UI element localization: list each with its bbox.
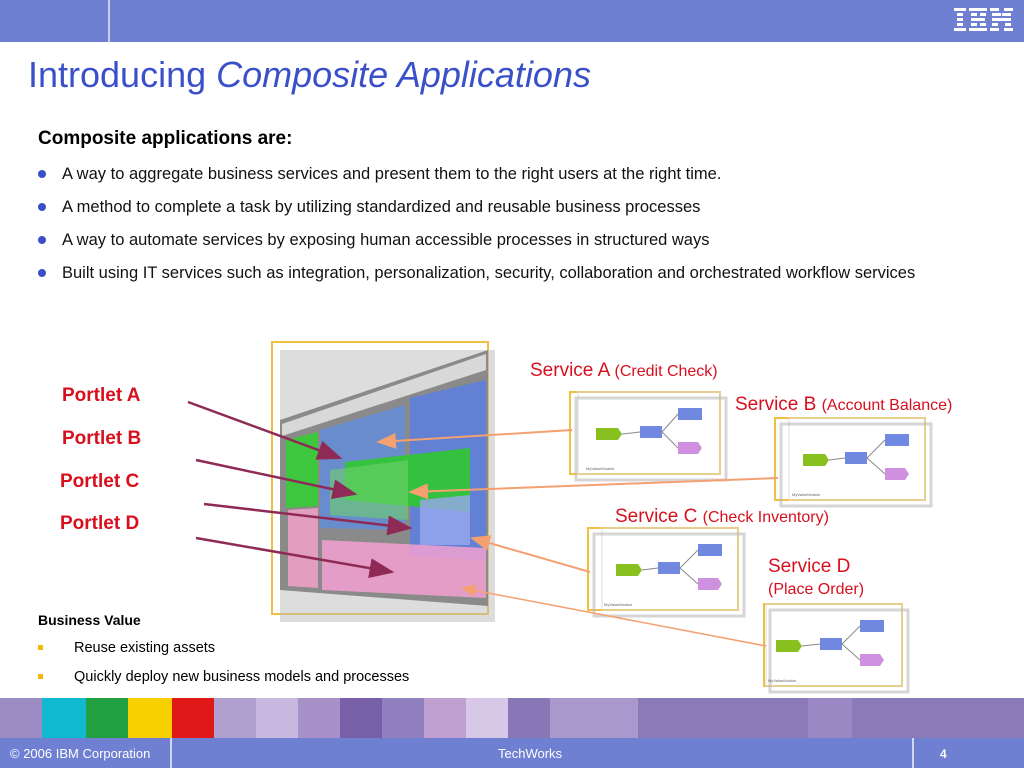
page-number: 4 xyxy=(940,747,947,761)
section-heading: Composite applications are: xyxy=(38,128,293,149)
module-label: MyValueModule xyxy=(768,678,797,683)
service-c-diagram xyxy=(587,527,739,611)
square-bullet-icon xyxy=(38,674,43,679)
service-c-arrow xyxy=(470,535,591,573)
portlet-b-label: Portlet B xyxy=(62,428,142,449)
portlet-b-arrow xyxy=(195,458,358,500)
service-c-label: Service C (Check Inventory) xyxy=(615,506,829,527)
decorative-image-strip xyxy=(0,698,1024,738)
portlet-d-label: Portlet D xyxy=(60,513,140,534)
top-bar-divider xyxy=(0,0,110,42)
business-value-list: Reuse existing assets Quickly deploy new… xyxy=(38,640,409,698)
business-value-item: Reuse existing assets xyxy=(38,640,409,669)
bullet-dot-icon xyxy=(38,269,46,277)
footer-divider xyxy=(170,738,172,768)
bullet-item: A way to automate services by exposing h… xyxy=(38,228,1018,252)
module-label: MyValueModule xyxy=(586,466,615,471)
bullet-dot-icon xyxy=(38,170,46,178)
slide-title: Introducing Composite Applications xyxy=(28,54,591,95)
service-a-arrow xyxy=(376,429,573,449)
footer-bar: © 2006 IBM Corporation TechWorks 4 xyxy=(0,738,1024,768)
square-bullet-icon xyxy=(38,645,43,650)
portlet-c-label: Portlet C xyxy=(60,471,140,492)
bullet-dot-icon xyxy=(38,203,46,211)
service-d-arrow xyxy=(460,584,767,647)
service-a-diagram xyxy=(569,391,721,475)
service-d-label: Service D(Place Order) xyxy=(768,556,865,598)
service-a-label: Service A (Credit Check) xyxy=(530,360,718,381)
footer-center-text: TechWorks xyxy=(498,746,563,761)
service-d-diagram xyxy=(763,603,903,687)
portlet-a-arrow xyxy=(187,400,343,460)
bullet-list: A way to aggregate business services and… xyxy=(38,162,1018,294)
bullet-item: A method to complete a task by utilizing… xyxy=(38,195,1018,219)
bullet-item: A way to aggregate business services and… xyxy=(38,162,1018,186)
copyright-text: © 2006 IBM Corporation xyxy=(10,746,151,761)
portlet-d-arrow xyxy=(195,536,395,579)
module-label: MyValueModule xyxy=(604,602,633,607)
portlet-a-label: Portlet A xyxy=(62,385,141,406)
footer-divider xyxy=(912,738,914,768)
service-b-arrow xyxy=(408,477,779,500)
portlet-c-arrow xyxy=(203,502,413,536)
top-bar xyxy=(0,0,1024,42)
business-value-item: Quickly deploy new business models and p… xyxy=(38,669,409,698)
bullet-item: Built using IT services such as integrat… xyxy=(38,261,1018,285)
ibm-logo-icon xyxy=(954,8,1013,31)
service-b-diagram xyxy=(774,417,926,501)
bullet-dot-icon xyxy=(38,236,46,244)
service-b-label: Service B (Account Balance) xyxy=(735,394,953,415)
business-value-heading: Business Value xyxy=(38,612,141,628)
module-label: MyValueModule xyxy=(792,492,821,497)
